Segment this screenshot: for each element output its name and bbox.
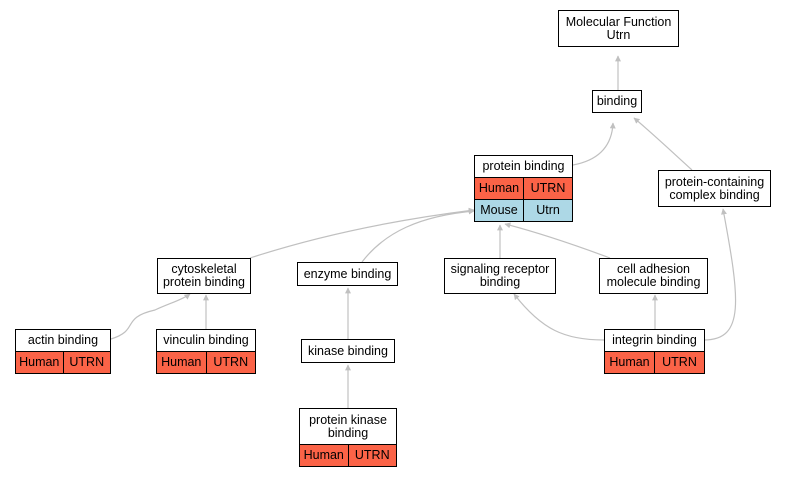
gene-cell: UTRN — [523, 178, 572, 199]
node-molecular-function[interactable]: Molecular Function Utrn — [558, 10, 679, 47]
node-cell-adhesion-molecule-binding[interactable]: cell adhesion molecule binding — [599, 258, 708, 294]
species-cell: Human — [19, 355, 60, 369]
node-enzyme-binding[interactable]: enzyme binding — [297, 262, 398, 286]
species-cell: Human — [609, 355, 650, 369]
node-vinculin-binding[interactable]: vinculin binding Human UTRN — [156, 329, 256, 374]
gene-cell: UTRN — [62, 352, 111, 373]
edge-complex-binding-to-binding — [633, 117, 693, 171]
node-protein-binding[interactable]: protein binding Human UTRN Mouse Utrn — [474, 155, 573, 222]
species-cell: Human — [161, 355, 202, 369]
node-label: binding — [596, 94, 638, 108]
node-protein-containing-complex-binding[interactable]: protein-containing complex binding — [658, 170, 771, 207]
node-label: protein-containing complex binding — [664, 174, 765, 202]
edge-actin-to-cytoskeletal — [110, 293, 191, 340]
species-cell: Mouse — [480, 203, 518, 217]
node-integrin-binding[interactable]: integrin binding Human UTRN — [604, 329, 705, 374]
edge-cytoskeletal-to-protein-binding — [249, 207, 475, 259]
mouse-annotation-row: Mouse Utrn — [475, 199, 572, 221]
node-binding[interactable]: binding — [592, 90, 642, 113]
node-label: integrin binding — [612, 333, 697, 347]
gene-cell: UTRN — [347, 445, 397, 466]
node-label: Molecular Function Utrn — [565, 14, 672, 42]
node-label: kinase binding — [308, 343, 388, 358]
human-annotation-row: Human UTRN — [157, 351, 255, 373]
node-protein-kinase-binding[interactable]: protein kinase binding Human UTRN — [299, 408, 397, 467]
node-kinase-binding[interactable]: kinase binding — [301, 339, 395, 363]
node-label: protein binding — [482, 159, 565, 173]
human-annotation-row: Human UTRN — [16, 351, 110, 373]
node-cytoskeletal-protein-binding[interactable]: cytoskeletal protein binding — [157, 258, 251, 294]
gene-cell: UTRN — [654, 352, 704, 373]
human-annotation-row: Human UTRN — [300, 444, 396, 466]
edge-integrin-to-signaling — [513, 293, 605, 341]
edge-cell-adhesion-to-protein-binding — [504, 222, 611, 259]
node-label: actin binding — [27, 333, 99, 347]
node-actin-binding[interactable]: actin binding Human UTRN — [15, 329, 111, 374]
node-signaling-receptor-binding[interactable]: signaling receptor binding — [444, 258, 556, 294]
node-label: signaling receptor binding — [450, 262, 550, 289]
species-cell: Human — [478, 181, 520, 195]
edge-protein-binding-to-binding — [572, 122, 616, 166]
node-label: protein kinase binding — [309, 412, 387, 440]
edge-integrin-to-complex-binding — [703, 208, 737, 341]
edge-enzyme-to-protein-binding — [361, 208, 475, 263]
human-annotation-row: Human UTRN — [605, 351, 704, 373]
species-cell: Human — [303, 448, 344, 462]
gene-cell: Utrn — [523, 200, 572, 221]
gene-cell: UTRN — [205, 352, 256, 373]
node-label: cytoskeletal protein binding — [162, 262, 245, 289]
human-annotation-row: Human UTRN — [475, 177, 572, 199]
node-label: cell adhesion molecule binding — [606, 262, 701, 289]
node-label: enzyme binding — [303, 266, 392, 281]
node-label: vinculin binding — [163, 333, 249, 347]
